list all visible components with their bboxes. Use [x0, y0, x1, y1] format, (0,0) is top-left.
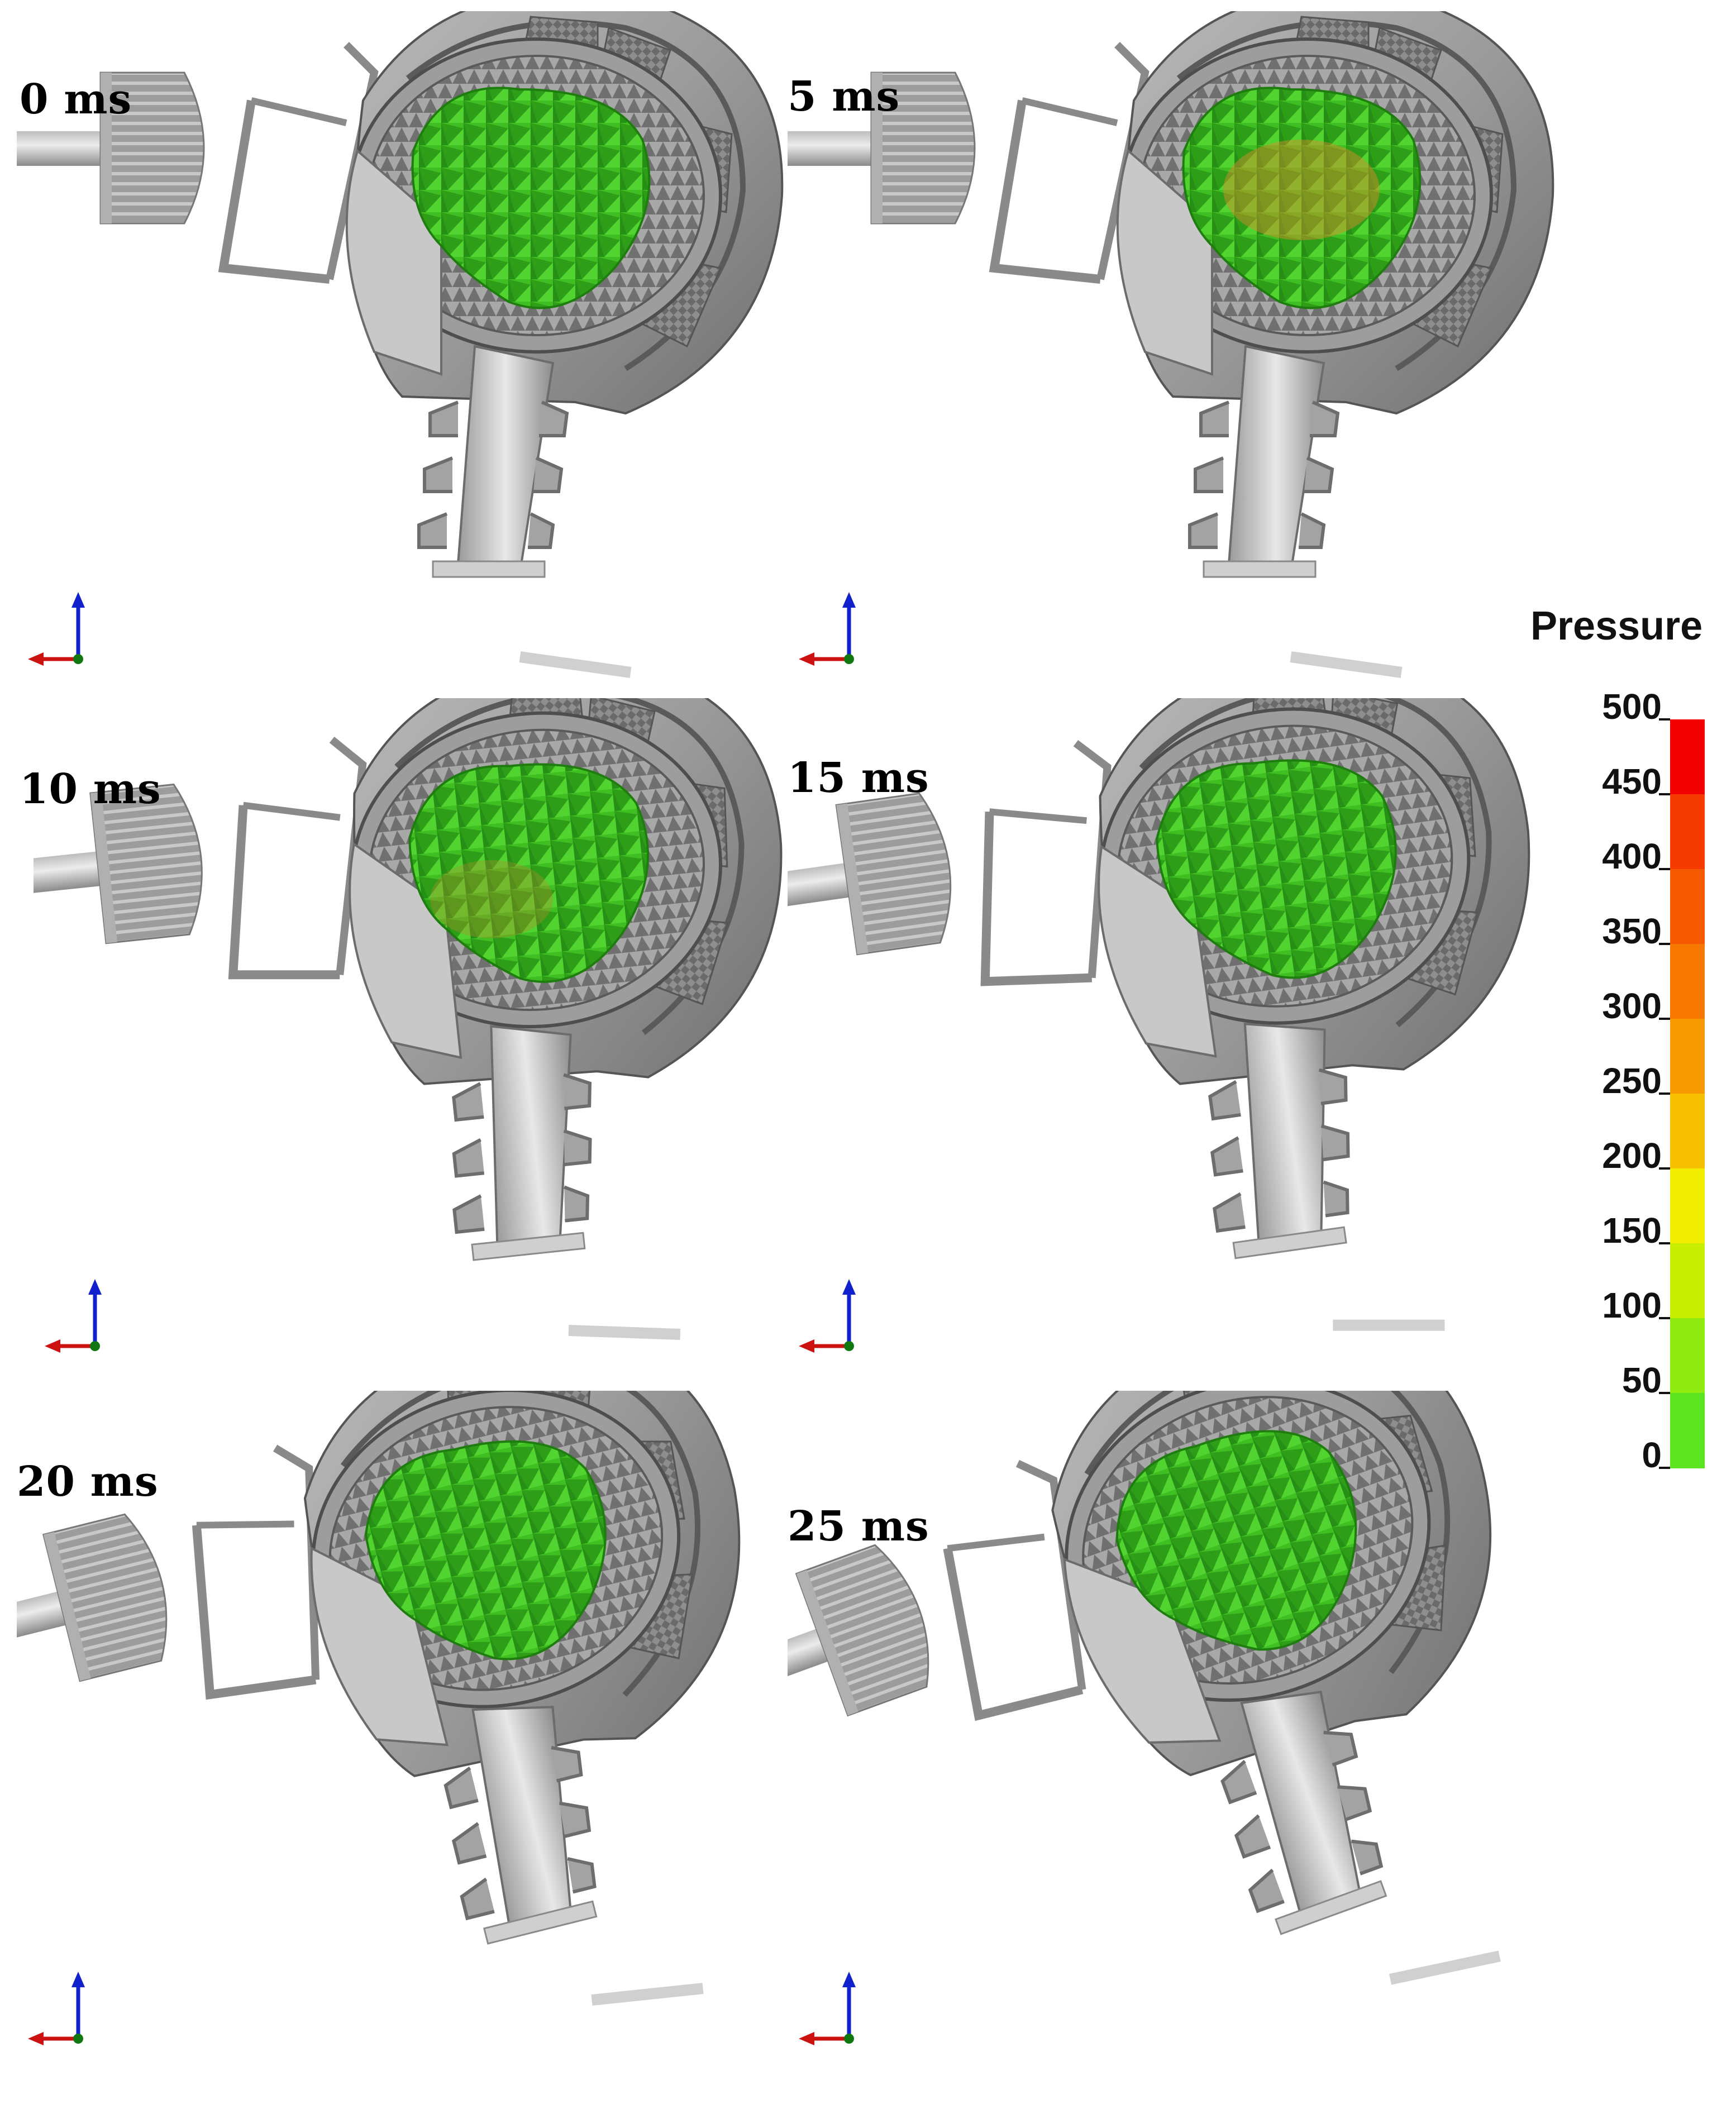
time-label: 5 ms: [788, 73, 900, 121]
xyz-axis-icon: [28, 592, 85, 666]
time-label: 10 ms: [20, 765, 161, 813]
tick-label: 200: [1602, 1136, 1662, 1176]
time-label: 0 ms: [20, 75, 132, 123]
xyz-axis-icon: [799, 1972, 856, 2045]
tick-label: 250: [1602, 1061, 1662, 1101]
simulation-scene: [788, 11, 1558, 698]
panel-0ms: 0 ms: [17, 11, 788, 698]
color-block: [1670, 794, 1705, 870]
simulation-scene: [17, 11, 788, 698]
tick-label: 300: [1602, 986, 1662, 1026]
xyz-axis-icon: [45, 1279, 102, 1353]
tick-label: 100: [1602, 1285, 1662, 1325]
color-block: [1670, 1318, 1705, 1394]
panel-20ms: 20 ms: [17, 1391, 788, 2078]
xyz-axis-icon: [799, 592, 856, 666]
color-block: [1670, 719, 1705, 795]
color-scale-bar: [1659, 718, 1705, 1469]
color-block: [1670, 1094, 1705, 1169]
panel-5ms: 5 ms: [788, 11, 1558, 698]
color-block: [1670, 944, 1705, 1019]
tick-label: 350: [1602, 911, 1662, 951]
xyz-axis-icon: [799, 1279, 856, 1353]
color-block: [1670, 1019, 1705, 1094]
tick-label: 450: [1602, 761, 1662, 801]
tick-label: 50: [1621, 1360, 1662, 1400]
panel-25ms: 25 ms: [788, 1391, 1558, 2078]
color-block: [1670, 1243, 1705, 1319]
xyz-axis-icon: [28, 1972, 85, 2045]
color-block: [1670, 869, 1705, 944]
time-label: 20 ms: [17, 1458, 159, 1506]
time-label: 15 ms: [788, 754, 929, 802]
color-block: [1670, 1393, 1705, 1468]
tick-label: 0: [1642, 1435, 1662, 1475]
panel-10ms: 10 ms: [20, 698, 804, 1385]
time-label: 25 ms: [788, 1502, 929, 1550]
tick-label: 150: [1602, 1210, 1662, 1251]
tick-label: 400: [1602, 836, 1662, 876]
color-block: [1670, 1168, 1705, 1244]
simulation-scene: [788, 1391, 1558, 2078]
tick-label: 500: [1602, 686, 1662, 727]
panel-15ms: 15 ms: [788, 698, 1558, 1385]
legend-title: Pressure: [1530, 604, 1703, 648]
simulation-scene: [34, 698, 804, 1385]
